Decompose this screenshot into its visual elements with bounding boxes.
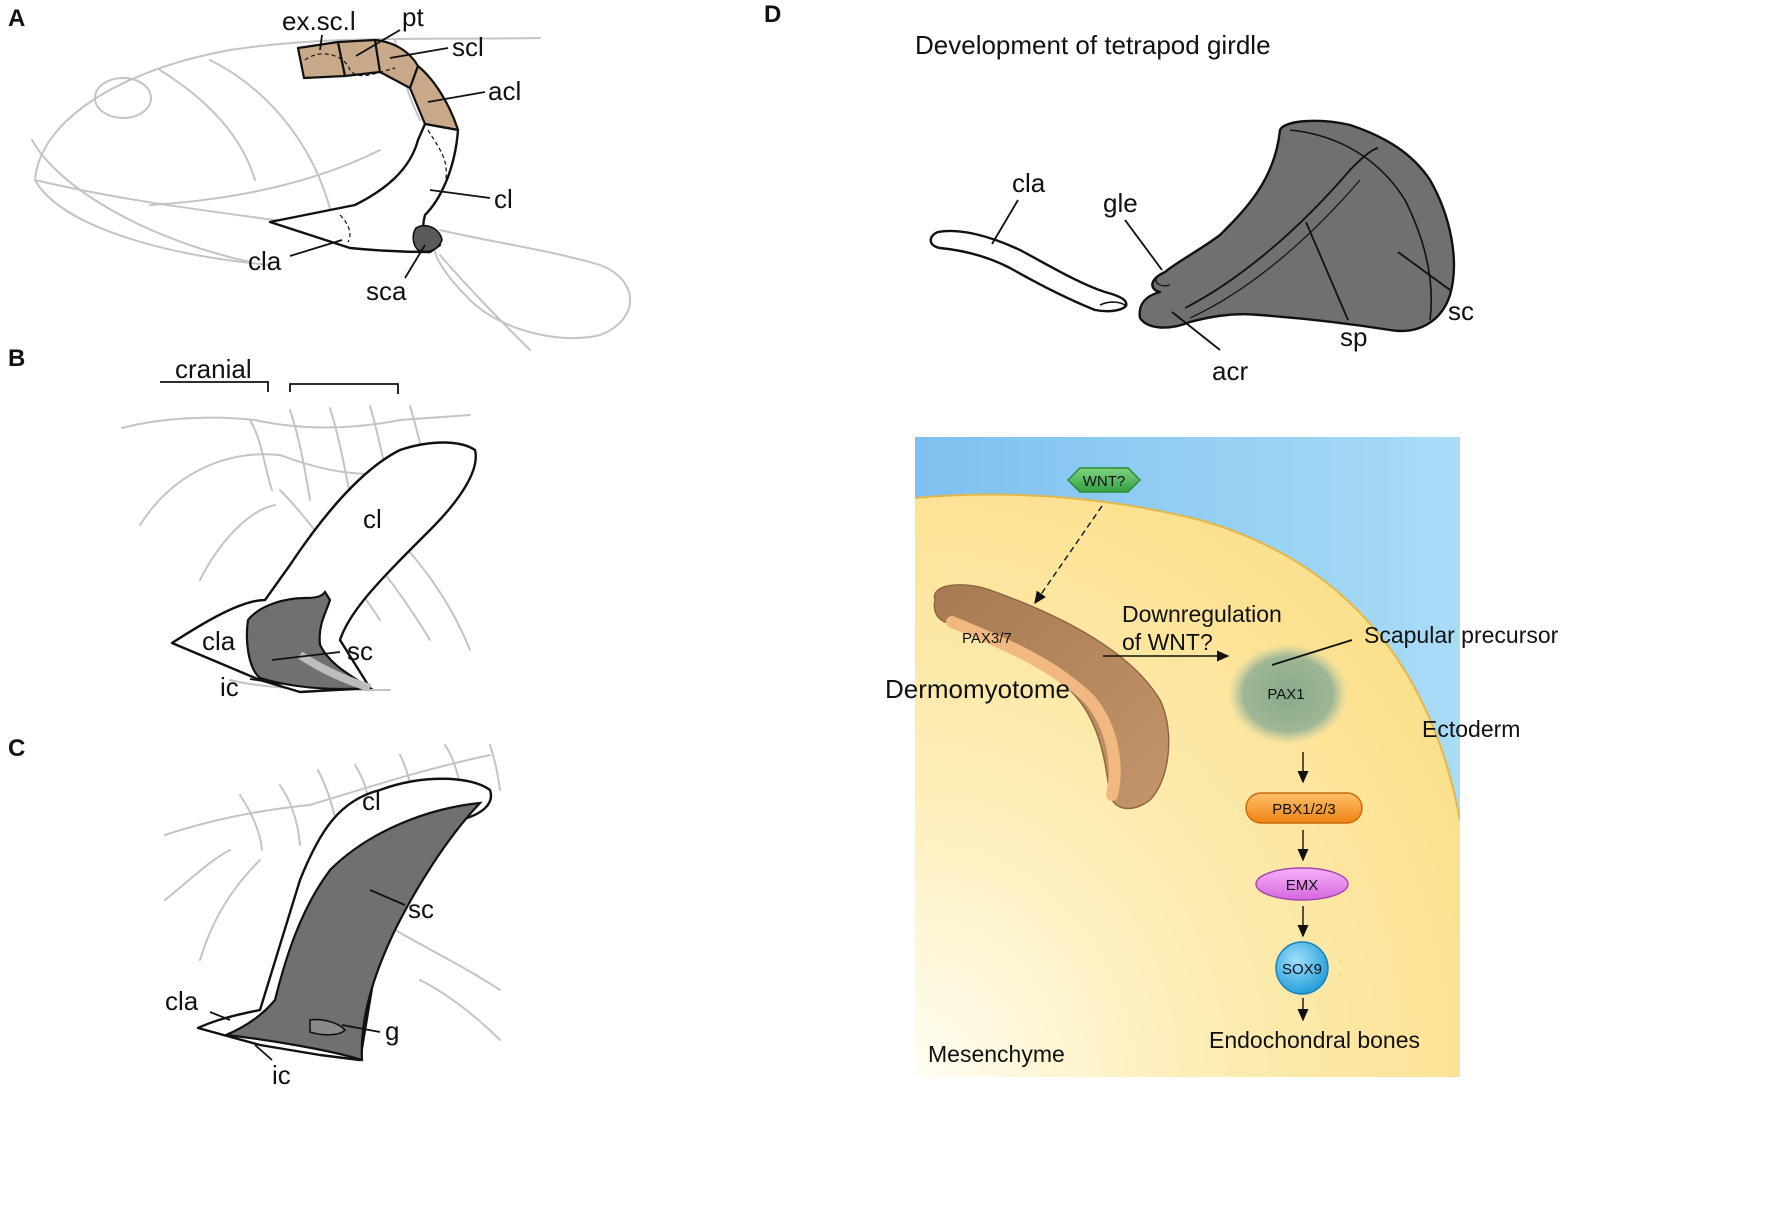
label-cla-c: cla [165,986,199,1016]
label-downreg-1: Downregulation [1122,601,1282,627]
label-scl: scl [452,32,484,62]
label-sc-c: sc [408,894,434,924]
label-pt: pt [402,2,424,32]
sca-bone [412,224,443,253]
label-mesenchyme: Mesenchyme [928,1041,1065,1067]
label-wnt: WNT? [1083,473,1126,490]
ectoderm-layer [915,437,1460,820]
panel-a: A [8,2,631,351]
fish-outline [31,37,631,351]
label-dermomyotome: Dermomyotome [885,674,1070,704]
label-cla-b: cla [202,626,236,656]
label-pax1: PAX1 [1267,686,1304,703]
label-cl-c: cl [362,786,381,816]
label-ectoderm: Ectoderm [1422,716,1520,742]
dermomyotome-inner [946,616,1121,801]
panel-d-title: Development of tetrapod girdle [915,30,1271,60]
label-sc-b: sc [347,636,373,666]
label-pax37: PAX3/7 [962,630,1012,647]
label-endochondral: Endochondral bones [1209,1027,1420,1053]
sc-bone-b [245,590,374,691]
panel-b: B cranial cl cla sc ic [8,345,477,702]
label-sox9: SOX9 [1282,961,1322,978]
panel-d-letter: D [764,1,781,28]
panel-b-letter: B [8,345,25,372]
label-ex-sc-l: ex.sc.l [282,6,356,36]
label-scapular-precursor: Scapular precursor [1364,622,1559,648]
label-acr-d: acr [1212,356,1248,386]
tetrapod-clavicle [929,229,1128,313]
cl-bone [268,122,460,254]
pbx-node [1245,792,1363,824]
label-downreg-2: of WNT? [1122,629,1213,655]
label-sp-d: sp [1340,322,1367,352]
label-g-c: g [385,1016,399,1046]
label-cranial: cranial [175,354,252,384]
scapular-precursor-blob [1228,644,1348,744]
label-sca: sca [366,276,407,306]
label-cla-d: cla [1012,168,1046,198]
label-acl: acl [488,76,521,106]
label-gle-d: gle [1103,188,1138,218]
panel-a-letter: A [8,5,25,32]
sc-bone-c [221,801,483,1062]
g-glenoid [309,1018,347,1036]
pathway-diagram: PAX3/7 Dermomyotome WNT? Downregulation … [885,437,1559,1077]
label-pbx: PBX1/2/3 [1272,801,1335,818]
dermal-roof-bones [296,38,460,132]
panel-d: D Development of tetrapod girdle cla gle… [764,1,1474,386]
panel-c-letter: C [8,735,25,762]
label-sc-d: sc [1448,296,1474,326]
label-emx: EMX [1286,877,1319,894]
label-cla-a: cla [248,246,282,276]
label-cl-a: cl [494,184,513,214]
panel-c: C cl sc cla g ic [8,735,501,1090]
wnt-hexagon [1067,467,1141,493]
label-ic-b: ic [220,672,239,702]
emx-node [1255,867,1349,901]
label-cl-b: cl [363,504,382,534]
sox9-node [1275,941,1329,995]
eye-outline [94,77,152,119]
label-ic-c: ic [272,1060,291,1090]
